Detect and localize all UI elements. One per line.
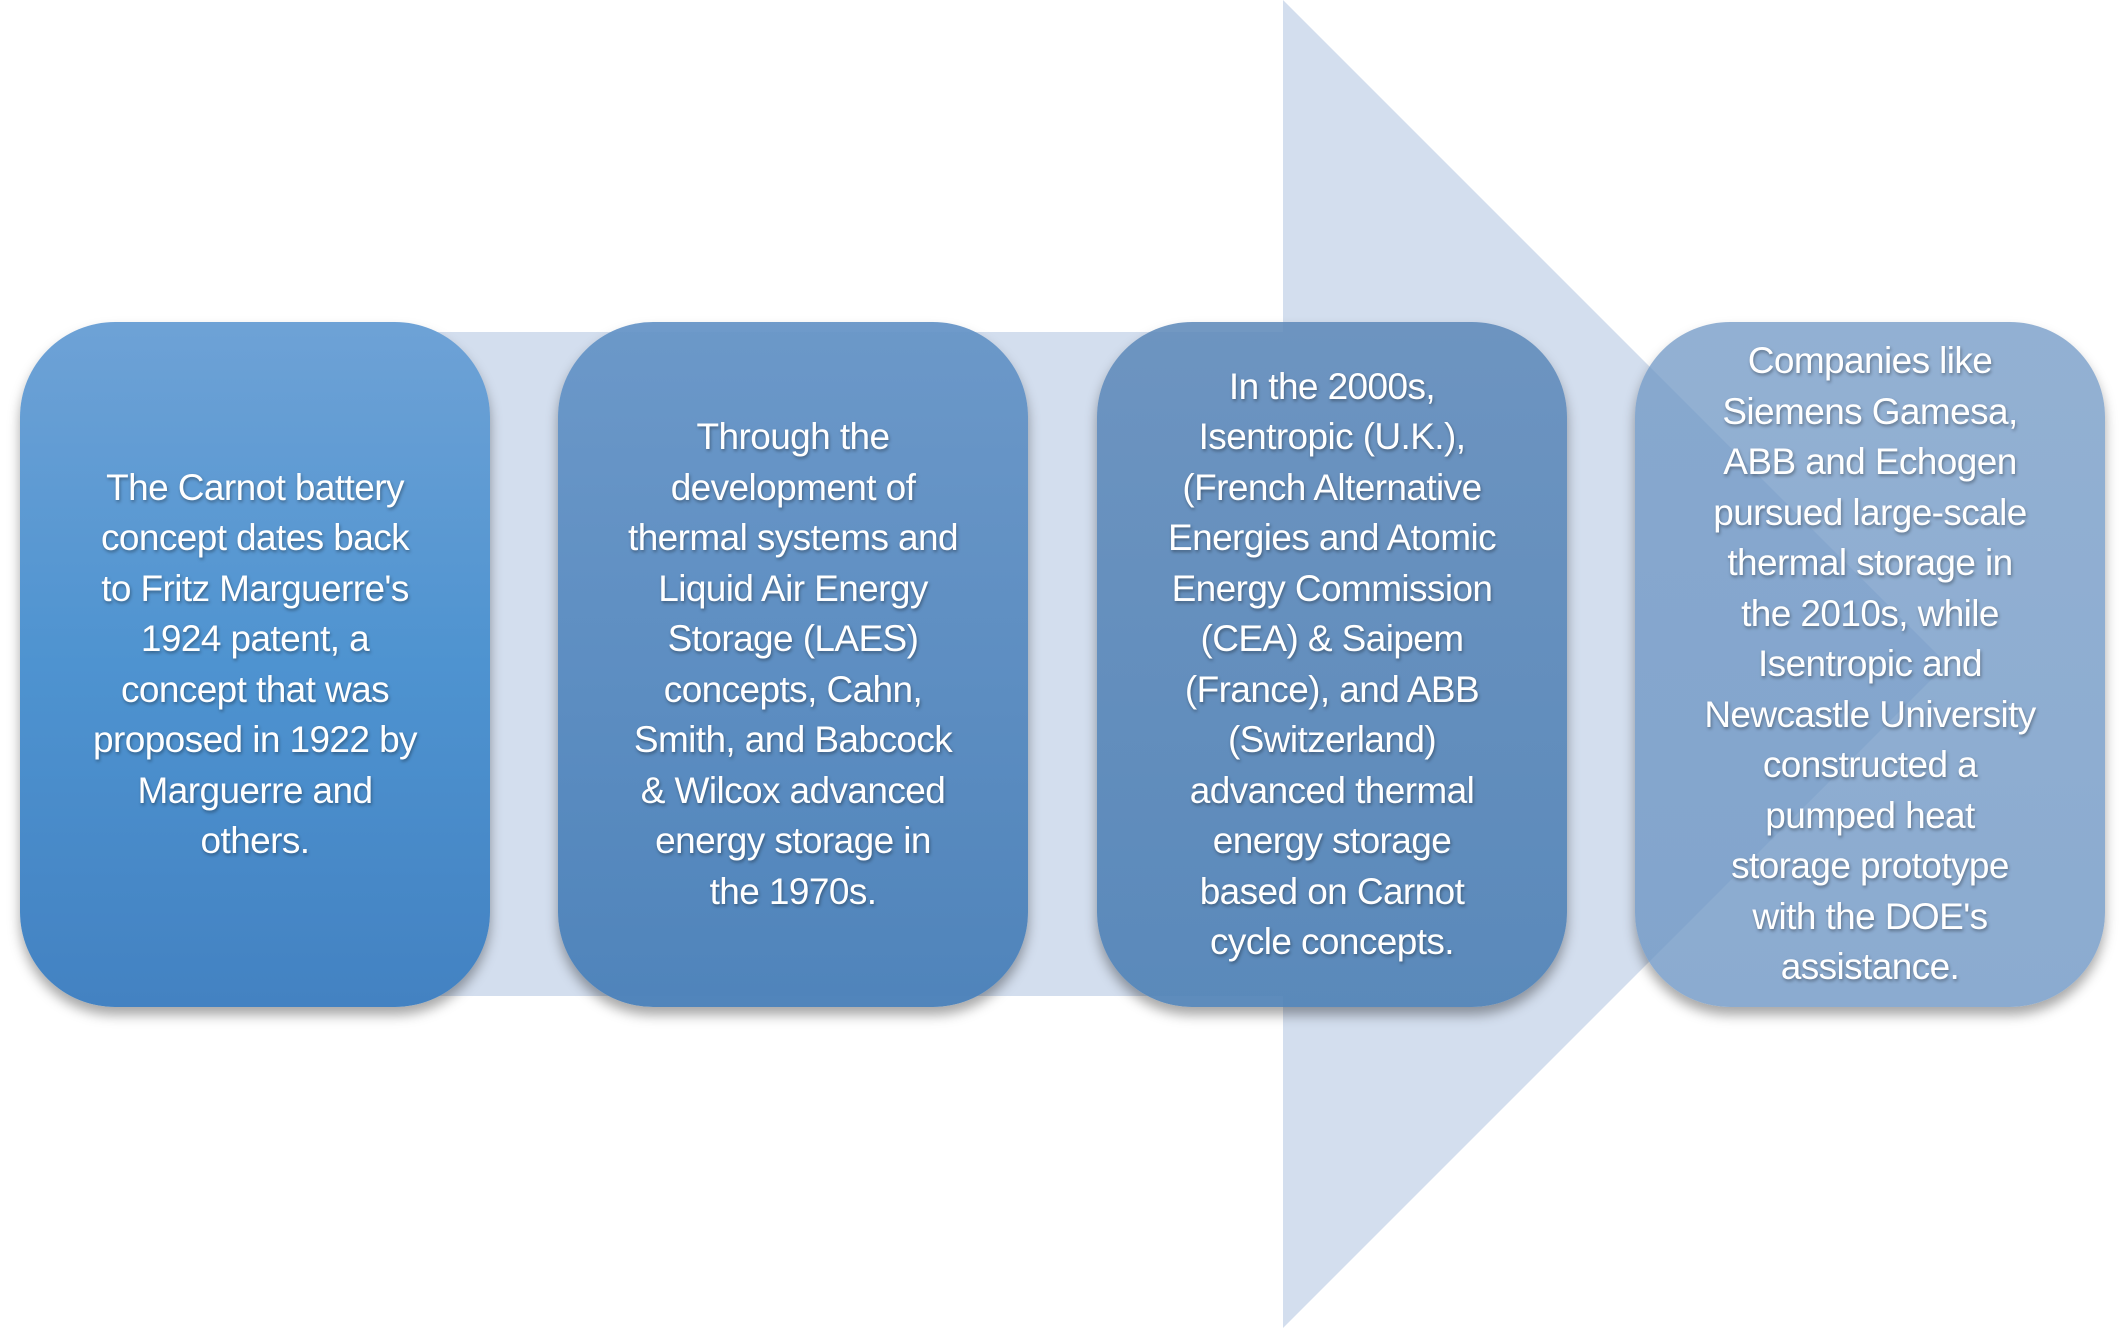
step-text-line: Through the — [696, 416, 891, 457]
step-text-line: 1924 patent, a — [140, 618, 370, 659]
step-text-line: Companies like — [1747, 340, 1993, 382]
step-text-line: advanced thermal — [1189, 769, 1475, 811]
step-text-line: (Switzerland) — [1227, 719, 1437, 760]
step-text-line: Storage (LAES) — [667, 618, 919, 659]
step-text-line: concept that was — [120, 668, 390, 710]
step-text-line: thermal storage in — [1727, 542, 2013, 584]
timeline-step-2: Through the development of thermal systems… — [558, 322, 1028, 1007]
step-text-line: Liquid Air Energy — [658, 567, 928, 609]
step-text-line: ABB and Echogen — [1723, 441, 2017, 483]
step-text-line: The Carnot battery — [106, 466, 404, 508]
step-text-line: Isentropic and — [1757, 643, 1983, 685]
timeline-step-3: In the 2000s, Isentropic (U.K.), (French A… — [1097, 322, 1567, 1007]
step-text-line: (French Alternative — [1182, 466, 1482, 508]
step-text-line: others. — [200, 820, 311, 861]
step-text-line: to Fritz Marguerre's — [101, 567, 409, 609]
step-text-line: & Wilcox advanced — [640, 769, 946, 811]
step-text-line: pumped heat — [1765, 794, 1975, 836]
step-text-line: In the 2000s, — [1228, 365, 1436, 407]
step-text-line: Siemens Gamesa, — [1722, 390, 2018, 432]
step-text-line: storage prototype — [1731, 845, 2009, 887]
step-text-line: energy storage — [1212, 820, 1452, 861]
step-text-line: concept dates back — [100, 517, 410, 558]
timeline-step-1: The Carnot battery concept dates back to F… — [20, 322, 490, 1007]
step-text-line: based on Carnot — [1199, 870, 1465, 912]
step-text-line: cycle concepts. — [1210, 921, 1455, 962]
step-text-line: Energies and Atomic — [1168, 517, 1497, 558]
step-text-line: assistance. — [1780, 946, 1960, 988]
step-text-line: pursued large-scale — [1713, 491, 2027, 533]
step-text-line: (France), and ABB — [1184, 668, 1480, 710]
step-text-line: Isentropic (U.K.), — [1198, 416, 1466, 457]
step-text-line: (CEA) & Saipem — [1200, 618, 1464, 659]
step-text-line: thermal systems and — [628, 517, 959, 558]
step-text-line: with the DOE's — [1752, 895, 1988, 937]
step-text-line: the 2010s, while — [1741, 592, 1999, 634]
step-text-line: Marguerre and — [137, 769, 373, 811]
step-text-line: Newcastle University — [1704, 693, 2036, 735]
step-text-line: constructed a — [1762, 744, 1978, 786]
step-text-line: Energy Commission — [1171, 567, 1493, 609]
step-text-line: Smith, and Babcock — [633, 719, 953, 760]
step-text-line: proposed in 1922 by — [93, 719, 418, 760]
step-text-line: concepts, Cahn, — [663, 668, 923, 710]
step-text-line: development of — [670, 466, 916, 508]
step-text-line: the 1970s. — [709, 870, 877, 912]
step-text-line: energy storage in — [655, 820, 931, 861]
